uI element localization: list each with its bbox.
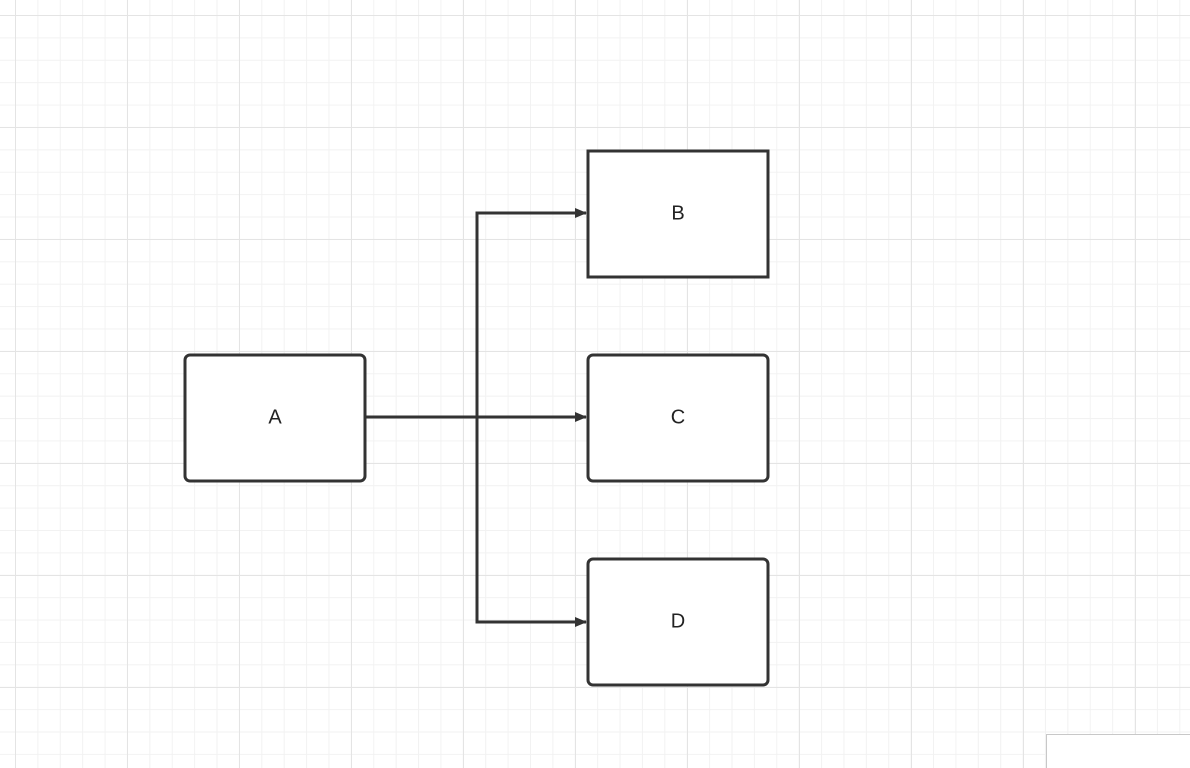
- node-d-label: D: [671, 610, 685, 632]
- node-a-label: A: [268, 406, 282, 428]
- edge-a-to-d[interactable]: [366, 415, 587, 627]
- edges: [366, 208, 587, 627]
- node-a[interactable]: A: [183, 353, 367, 483]
- edge-a-to-b[interactable]: [366, 208, 587, 419]
- node-a-box[interactable]: [183, 353, 367, 483]
- node-c-box[interactable]: [586, 353, 770, 483]
- minimap-panel[interactable]: [1046, 734, 1190, 768]
- node-c-label: C: [671, 406, 685, 428]
- node-b-box[interactable]: [586, 149, 770, 279]
- node-b[interactable]: B: [586, 149, 770, 279]
- node-d[interactable]: D: [586, 557, 770, 687]
- node-c[interactable]: C: [586, 353, 770, 483]
- node-d-box[interactable]: [586, 557, 770, 687]
- node-b-label: B: [671, 202, 684, 224]
